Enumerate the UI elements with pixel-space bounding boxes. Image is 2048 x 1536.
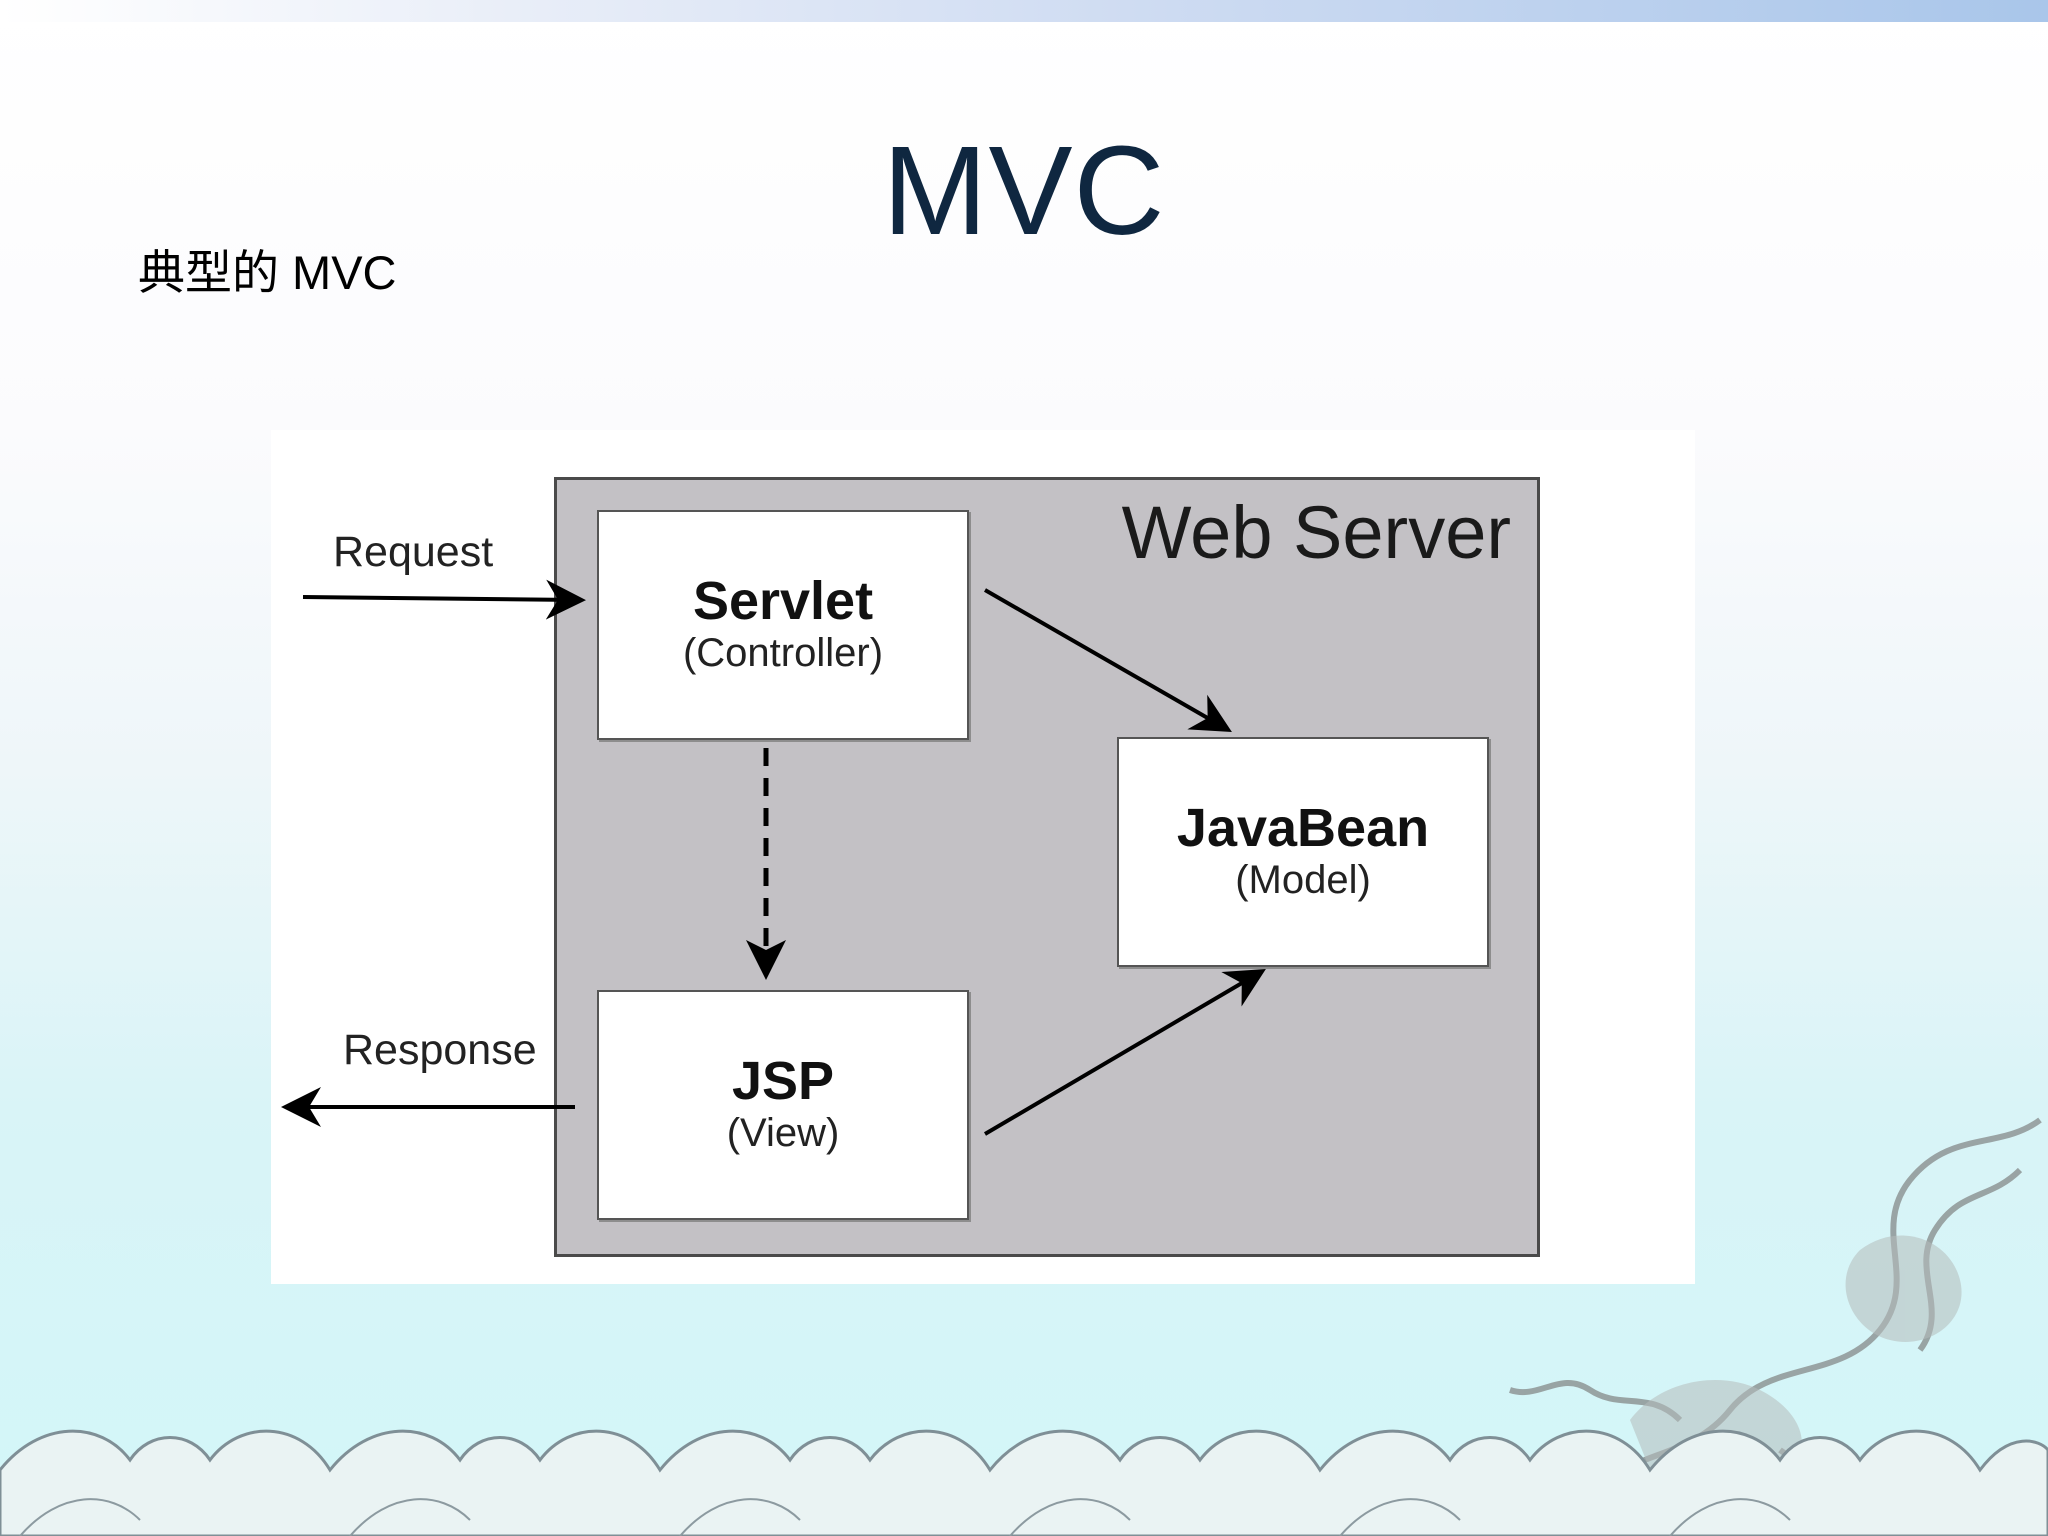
request-label: Request [333, 528, 494, 576]
request-arrow [302, 579, 586, 620]
slide-title: MVC [882, 120, 1166, 261]
web-server-label: Web Server [1121, 491, 1511, 574]
wave-border-decoration [0, 1429, 2048, 1536]
view-role: (View) [726, 1111, 840, 1156]
mvc-diagram: Web Server Servlet (Controller) JavaBean… [271, 430, 1695, 1284]
slide-subtitle: 典型的 MVC [138, 246, 397, 299]
jsp-view-box: JSP (View) [597, 990, 969, 1220]
model-role: (Model) [1235, 858, 1371, 903]
response-label: Response [343, 1026, 537, 1074]
controller-to-model-arrow [984, 588, 1232, 732]
controller-role: (Controller) [682, 631, 884, 676]
top-gradient-band [0, 0, 2048, 22]
jsp-name: JSP [731, 1050, 835, 1111]
servlet-name: Servlet [692, 570, 874, 631]
servlet-controller-box: Servlet (Controller) [597, 510, 969, 740]
javabean-model-box: JavaBean (Model) [1117, 737, 1489, 967]
javabean-name: JavaBean [1176, 797, 1430, 858]
arrows-layer [281, 579, 1266, 1136]
view-to-model-arrow [983, 968, 1266, 1136]
